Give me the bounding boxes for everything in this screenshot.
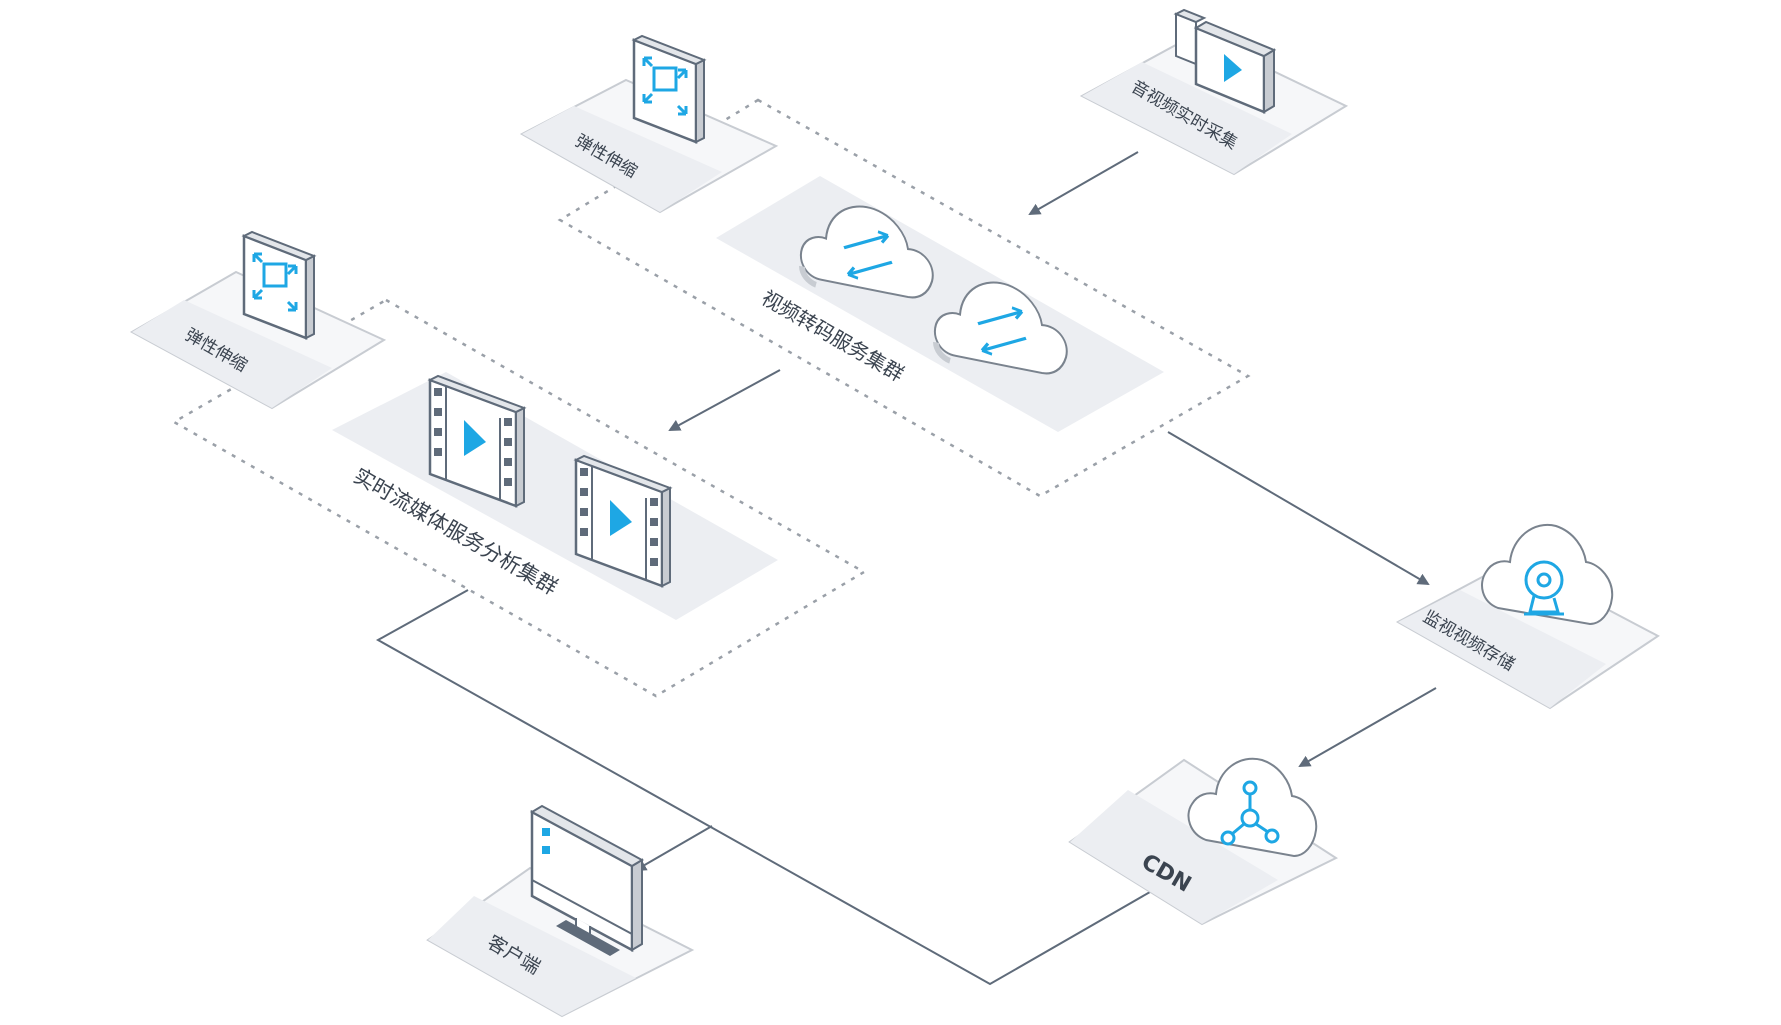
elastic-scaling-top-node: 弹性伸缩 <box>519 34 779 214</box>
arrow-to-client <box>634 825 713 872</box>
av-capture-node: 音视频实时采集 <box>1079 8 1349 176</box>
arrow-transcode-to-streaming <box>668 369 781 431</box>
cdn-cloud-icon <box>1187 757 1318 858</box>
monitor-icon <box>529 804 645 956</box>
cdn-node: CDN <box>1068 757 1339 926</box>
client-node: 客户端 <box>426 804 695 1018</box>
arrow-capture-to-transcode <box>1028 151 1139 215</box>
video-camera-icon <box>1173 8 1277 114</box>
line-cdn-to-streaming <box>375 589 1151 986</box>
storage-cloud-icon <box>1481 523 1614 626</box>
arrow-storage-to-cdn <box>1298 687 1437 767</box>
connection-lines <box>375 151 1437 986</box>
elastic-scaling-left-node: 弹性伸缩 <box>129 230 387 410</box>
storage-node: 监视视频存储 <box>1395 523 1660 710</box>
arrow-transcode-to-storage <box>1167 431 1430 586</box>
